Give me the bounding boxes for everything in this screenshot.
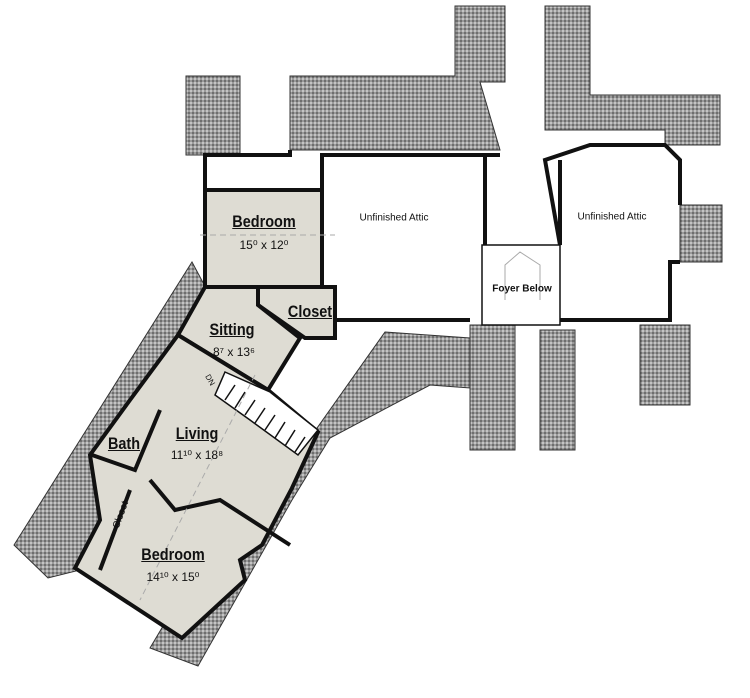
room-dims-bedroom-upper: 15⁰ x 12⁰ <box>239 238 289 252</box>
area-label-attic-right: Unfinished Attic <box>577 211 647 223</box>
area-label-foyer-below: Foyer Below <box>492 283 552 295</box>
room-label-bedroom-lower: Bedroom <box>141 545 205 564</box>
roof-bottom-right <box>639 324 691 406</box>
roof-bottom-center-1 <box>469 324 516 451</box>
roof-bottom-center-2 <box>539 329 576 451</box>
roof-top-left <box>185 75 241 156</box>
wall-bedroom-living <box>148 478 292 547</box>
room-living-bedroom <box>72 332 321 641</box>
room-label-sitting: Sitting <box>209 320 255 339</box>
roof-top-right <box>544 5 721 146</box>
stairs <box>214 371 320 457</box>
roof-top-center <box>289 5 506 151</box>
room-dims-bedroom-lower: 14¹⁰ x 15⁰ <box>146 570 200 584</box>
room-dims-sitting: 8⁷ x 13⁶ <box>213 345 255 359</box>
room-label-bath: Bath <box>107 434 141 453</box>
wall-closet <box>98 489 132 571</box>
area-label-attic-left: Unfinished Attic <box>359 212 429 224</box>
wall-bath <box>91 409 162 473</box>
foyer-below <box>481 244 561 326</box>
roof-right-side <box>679 204 723 263</box>
room-dims-living: 11¹⁰ x 18⁸ <box>170 448 224 462</box>
room-label-bedroom-upper: Bedroom <box>232 212 296 231</box>
room-label-living: Living <box>175 424 219 443</box>
room-label-closet-upper: Closet <box>287 302 333 321</box>
